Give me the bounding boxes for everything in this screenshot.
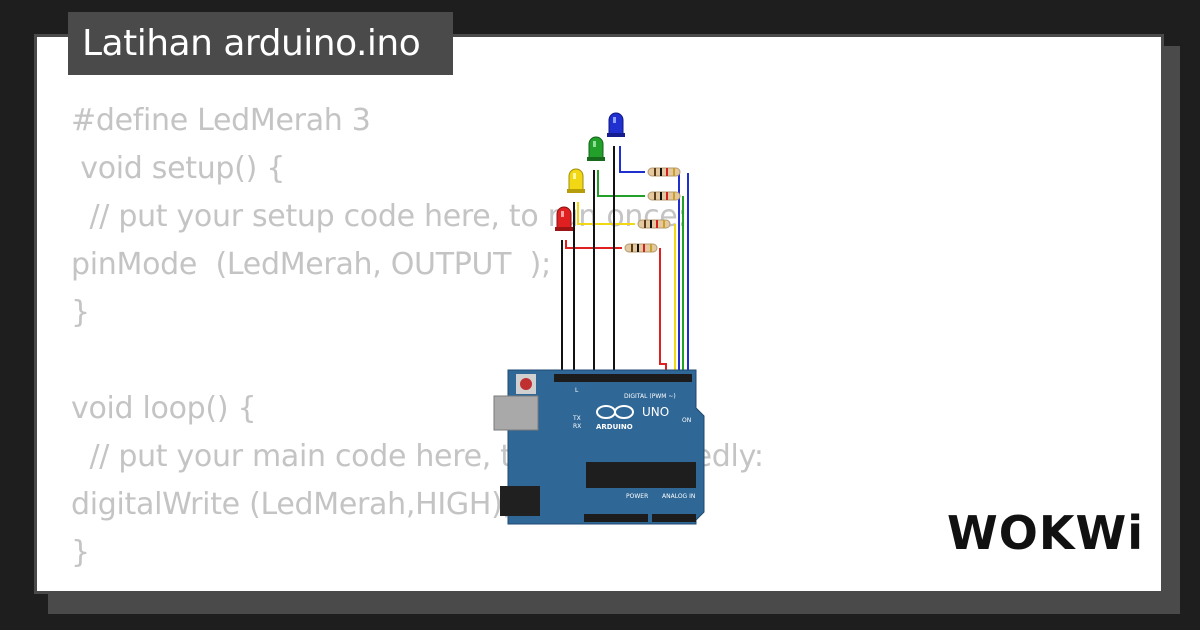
code-line: pinMode (LedMerah, OUTPUT ); <box>71 247 551 282</box>
board-brand: ARDUINO <box>596 423 633 431</box>
code-line: // put your setup code here, to run once… <box>71 199 688 234</box>
code-line: } <box>71 295 90 330</box>
wire-red-led <box>565 240 622 249</box>
wokwi-logo[interactable]: WOKWi <box>943 491 1155 561</box>
led-red[interactable] <box>555 206 573 231</box>
usb-port <box>493 395 539 431</box>
circuit-diagram: DIGITAL (PWM ~) L TX RX ON UNO ARDUINO P… <box>493 112 705 525</box>
arduino-logo-icon <box>596 405 634 419</box>
analog-label: ANALOG IN <box>662 493 695 500</box>
led-blue[interactable] <box>607 112 625 137</box>
wires <box>561 146 689 376</box>
resistor-blue <box>647 167 681 177</box>
wire-red <box>659 248 667 376</box>
code-line: digitalWrite (LedMerah,HIGH); <box>71 487 513 522</box>
project-card[interactable]: #define LedMerah 3 void setup() { // put… <box>34 34 1164 594</box>
led-yellow[interactable] <box>567 168 585 193</box>
l-label: L <box>575 387 579 394</box>
digital-header-label: DIGITAL (PWM ~) <box>624 393 676 400</box>
led-green[interactable] <box>587 136 605 161</box>
wokwi-logo-text: WOKWi <box>947 506 1144 560</box>
microcontroller-chip <box>586 462 696 488</box>
power-header <box>584 514 648 522</box>
resistors <box>624 167 681 253</box>
analog-header <box>652 514 696 522</box>
wire-blue-led <box>619 146 645 173</box>
digital-header <box>554 374 692 382</box>
power-label: POWER <box>626 493 648 500</box>
on-label: ON <box>682 417 691 424</box>
code-line: } <box>71 535 90 570</box>
code-preview: #define LedMerah 3 void setup() { // put… <box>71 97 764 577</box>
code-line: void setup() { <box>71 151 285 186</box>
code-line: void loop() { <box>71 391 257 426</box>
arduino-uno-board[interactable]: DIGITAL (PWM ~) L TX RX ON UNO ARDUINO P… <box>493 369 705 525</box>
resistor-yellow <box>637 219 671 229</box>
reset-button[interactable] <box>520 378 532 390</box>
project-title[interactable]: Latihan arduino.ino <box>68 12 453 75</box>
power-jack <box>500 486 540 516</box>
leds <box>555 112 625 231</box>
code-line: #define LedMerah 3 <box>71 103 371 138</box>
tx-label: TX <box>572 415 581 422</box>
rx-label: RX <box>573 423 581 430</box>
wire-green-led <box>597 170 645 197</box>
resistor-red <box>624 243 658 253</box>
resistor-green <box>647 191 681 201</box>
board-model: UNO <box>642 405 669 419</box>
wire-yellow-led <box>577 202 635 225</box>
